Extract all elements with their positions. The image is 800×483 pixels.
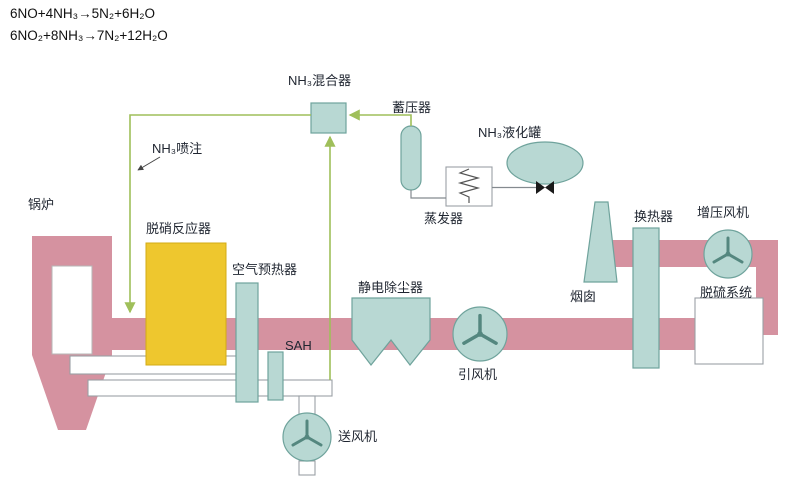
- accumulator-label: 蓄压器: [392, 100, 432, 115]
- nh3-injection-line: [124, 114, 311, 314]
- nh3-mixer-label: NH₃混合器: [288, 73, 352, 88]
- reaction-equation-2: 6NO₂+8NH₃→7N₂+12H₂O: [10, 28, 168, 43]
- liquefaction-tank-label: NH₃液化罐: [478, 125, 542, 140]
- fgd-box: [694, 297, 764, 365]
- pointer-arrow: [137, 156, 161, 171]
- nh3-mixer-shape: [310, 102, 347, 134]
- sah-label: SAH: [285, 338, 312, 353]
- heater-coil-icon: [457, 168, 481, 203]
- evaporator-label: 蒸发器: [424, 211, 464, 226]
- valve-icon: [545, 181, 554, 194]
- stack-label: 烟囱: [570, 289, 597, 304]
- scr-reactor-shape: [145, 242, 227, 366]
- liquefaction-tank-shape: [506, 141, 584, 185]
- sah-shape: [267, 351, 284, 401]
- stack-shape: [583, 201, 618, 283]
- air-preheater-label: 空气预热器: [232, 262, 298, 277]
- accumulator-evaporator-line: [410, 190, 446, 199]
- boiler-label: 锅炉: [28, 197, 55, 212]
- reaction-equation-1: 6NO+4NH₃→5N₂+6H₂O: [10, 6, 156, 21]
- esp-label: 静电除尘器: [358, 280, 424, 295]
- nh3-supply-line: [348, 109, 412, 126]
- scr-reactor-label: 脱硝反应器: [146, 221, 212, 236]
- air-preheater-shape: [235, 282, 259, 403]
- boiler-furnace-cavity: [51, 265, 93, 355]
- air-duct-lower: [87, 379, 333, 397]
- fgd-system-label: 脱硫系统: [700, 285, 753, 300]
- booster-fan-label: 增压风机: [697, 205, 750, 220]
- esp-shape: [351, 297, 431, 366]
- heat-exchanger-shape: [632, 227, 660, 369]
- heat-exchanger-label: 换热器: [634, 209, 674, 224]
- accumulator-shape: [400, 125, 422, 191]
- nh3-injection-label: NH₃喷注: [152, 141, 203, 156]
- induced-draft-fan-label: 引风机: [458, 367, 498, 382]
- fan-outlet-duct: [298, 460, 316, 476]
- fan-inlet-duct: [298, 395, 316, 415]
- forced-draft-fan-label: 送风机: [338, 429, 378, 444]
- valve-icon: [536, 181, 545, 194]
